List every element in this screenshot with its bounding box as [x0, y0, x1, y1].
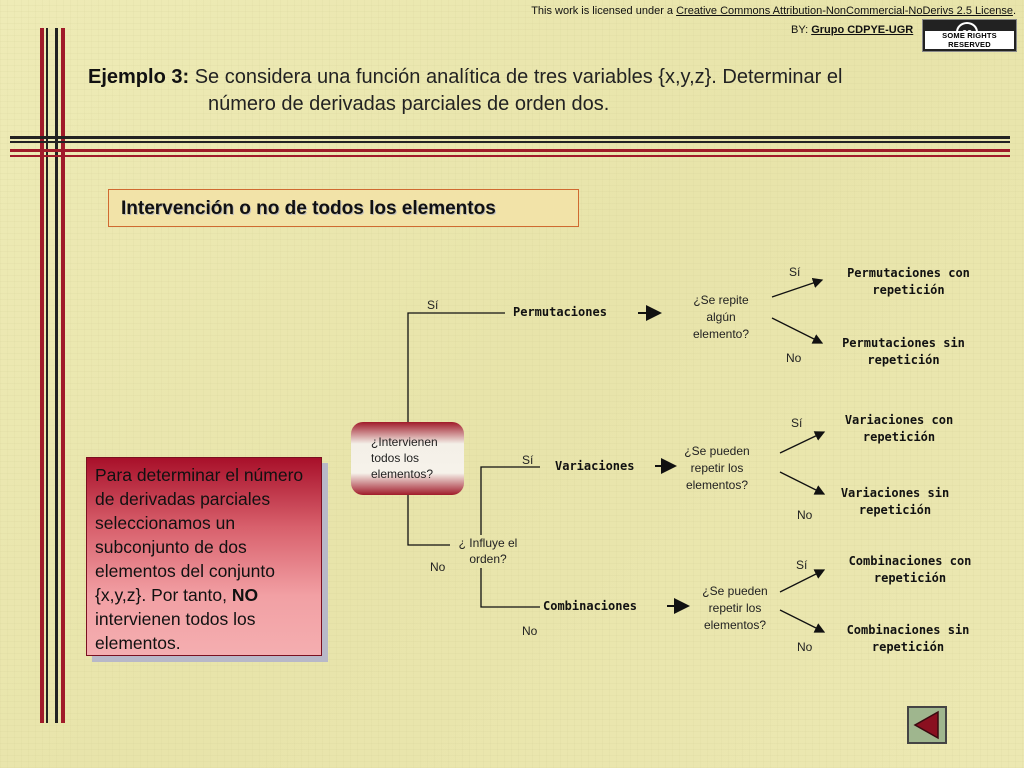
label-no-order: No	[522, 624, 538, 638]
frame-line-red-right	[61, 28, 65, 723]
node-permutaciones: Permutaciones	[513, 305, 607, 319]
label-si-perm: Sí	[789, 265, 801, 279]
comb-question: ¿Se pueden repetir los elementos?	[702, 584, 768, 632]
label-si-var: Sí	[791, 416, 803, 430]
label-si-root: Sí	[427, 298, 439, 312]
frame-line-dark	[10, 141, 1010, 143]
root-question-box: ¿Intervienen todos los elementos?	[351, 422, 464, 495]
branch-no-order	[480, 568, 540, 608]
leaf-comb-sin: Combinaciones sin repetición	[846, 623, 970, 654]
arrow-perm-con	[771, 278, 824, 298]
leaf-perm-con: Permutaciones con repetición	[847, 266, 970, 297]
leaf-perm-sin: Permutaciones sin repetición	[842, 336, 965, 367]
frame-line-red-left	[40, 28, 44, 723]
author-credit: BY: Grupo CDPYE-UGR	[791, 24, 914, 36]
cc-badge[interactable]: cc SOME RIGHTS RESERVED	[922, 19, 1017, 52]
label-no-perm: No	[786, 351, 802, 365]
label-no-root: No	[430, 560, 446, 574]
frame-line-red	[10, 149, 1010, 152]
page-title: Ejemplo 3: Se considera una función anal…	[88, 66, 843, 115]
license-link[interactable]: Creative Commons Attribution-NonCommerci…	[676, 5, 1013, 17]
var-question: ¿Se pueden repetir los elementos?	[684, 444, 750, 492]
frame-line-dark	[55, 28, 58, 723]
node-variaciones: Variaciones	[555, 459, 635, 473]
leaf-var-sin: Variaciones sin repetición	[840, 486, 950, 517]
frame-line-dark	[10, 136, 1010, 139]
explanation-note: Para determinar el número de derivadas p…	[86, 457, 322, 656]
arrow-comb-con	[779, 569, 826, 593]
arrow-var-sin	[779, 471, 826, 495]
label-no-comb: No	[797, 640, 813, 654]
example-label: Ejemplo 3:	[88, 66, 190, 88]
section-title: Intervención o no de todos los elementos	[108, 189, 579, 227]
triangle-left-icon	[913, 710, 939, 740]
branch-no-root	[407, 495, 450, 546]
arrow-var-con	[779, 431, 826, 454]
some-rights-reserved-label: SOME RIGHTS RESERVED	[925, 31, 1014, 49]
label-no-var: No	[797, 508, 813, 522]
author-link[interactable]: Grupo CDPYE-UGR	[811, 24, 914, 36]
license-notice: This work is licensed under a Creative C…	[531, 5, 1016, 17]
arrow-comb-sin	[779, 609, 826, 633]
node-combinaciones: Combinaciones	[543, 599, 637, 613]
label-si-comb: Sí	[796, 558, 808, 572]
order-question: ¿ Influye el orden?	[458, 536, 518, 566]
branch-si-order	[480, 466, 540, 535]
frame-line-red	[10, 155, 1010, 157]
frame-line-dark	[46, 28, 48, 723]
branch-si-root	[407, 312, 505, 422]
leaf-var-con: Variaciones con repetición	[844, 413, 954, 444]
leaf-comb-con: Combinaciones con repetición	[848, 554, 972, 585]
arrow-perm-sin	[771, 317, 824, 344]
label-si-order: Sí	[522, 453, 534, 467]
back-button[interactable]	[907, 706, 947, 744]
perm-question: ¿Se repite algún elemento?	[692, 293, 750, 341]
